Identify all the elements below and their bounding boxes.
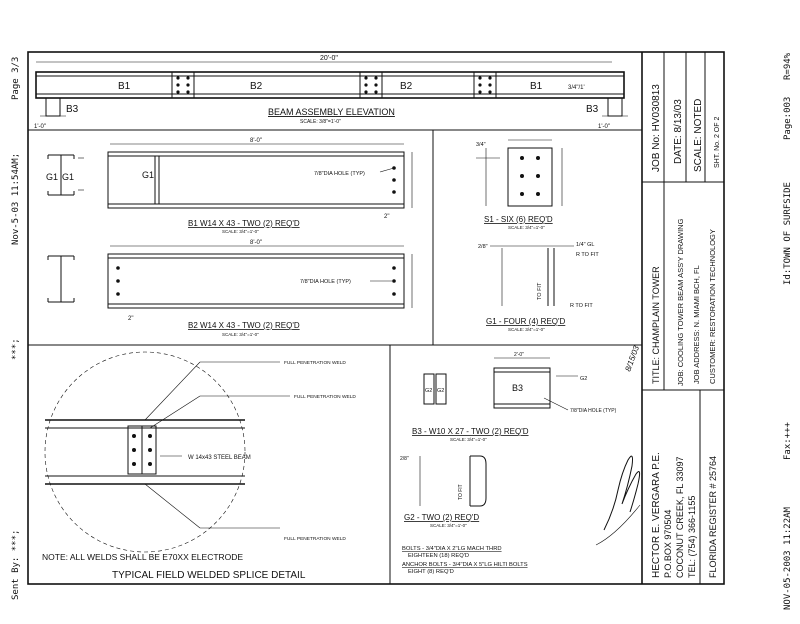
customer: CUSTOMER: RESTORATION TECHNOLOGY bbox=[708, 229, 717, 384]
b2-title: B2 W14 X 43 - TWO (2) REQ'D bbox=[188, 321, 300, 330]
b3-label-g2-b: G2 bbox=[437, 388, 444, 394]
b3-scale: SCALE: 3/4"=1'-0" bbox=[450, 437, 487, 442]
b2-detail: 8'-0" 7/8"DIA HOLE (TYP) 2" B2 W14 X 43 … bbox=[47, 240, 413, 337]
engineer-name: HECTOR E. VERGARA P.E. bbox=[651, 452, 662, 578]
sheet-number: SHT. No. 2 OF 2 bbox=[714, 117, 721, 168]
b2-scale: SCALE: 3/4"=1'-0" bbox=[222, 332, 259, 337]
g2-title: G2 - TWO (2) REQ'D bbox=[404, 513, 479, 522]
s1-detail: 3/4" S1 - SIX (6) REQ'D SCALE: 3/4"=1'-0… bbox=[476, 139, 563, 230]
drawing-scale: SCALE: NOTED bbox=[693, 99, 704, 172]
beam-assembly-elevation: 20'-0" B1 B2 B2 B1 3/4"/1' B3 B3 1'-0" 1… bbox=[34, 55, 628, 130]
engineer-tel: TEL: (754) 366-1155 bbox=[687, 496, 697, 578]
weld-label-2: FULL PENETRATION WELD bbox=[294, 394, 356, 400]
job-address: JOB ADDRESS: N. MIAMI BCH, FL bbox=[692, 265, 701, 384]
g1-title: G1 - FOUR (4) REQ'D bbox=[486, 317, 566, 326]
b3-dim: 2'-0" bbox=[514, 352, 524, 358]
elevation-title: BEAM ASSEMBLY ELEVATION bbox=[268, 107, 395, 117]
splice-beam-label: W 14x43 STEEL BEAM bbox=[188, 455, 251, 461]
b1-stiffener-label: G1 bbox=[142, 170, 154, 180]
b1-length-dim: 8'-0" bbox=[250, 138, 262, 144]
beam-label-4: B1 bbox=[530, 81, 543, 92]
left-support-label: B3 bbox=[66, 104, 79, 115]
b1-title: B1 W14 X 43 - TWO (2) REQ'D bbox=[188, 219, 300, 228]
g2-fit-label: TO FIT bbox=[458, 484, 464, 500]
fax-right-date: NOV-05-2003 11:22AM bbox=[783, 506, 793, 610]
fax-right-r: R=94% bbox=[783, 52, 793, 80]
g1-note-r1: R TO FIT bbox=[576, 252, 599, 258]
drawing-date: DATE: 8/13/03 bbox=[673, 99, 684, 164]
g1-dim: 2/8" bbox=[478, 244, 488, 250]
fax-left-marks: ***; bbox=[11, 338, 21, 360]
b3-detail: G2 G2 2'-0" B3 G2 7/8"DIA HOLE (TYP) B3 … bbox=[412, 352, 617, 442]
beam-label-3: B2 bbox=[400, 81, 413, 92]
g1-fit-label: TO FIT bbox=[537, 282, 543, 300]
g1-detail: TO FIT 2/8" 1/4" GL R TO FIT R TO FIT G1… bbox=[478, 242, 599, 332]
bolts-notes: BOLTS - 3/4"DIA X 2"LG MACH THRD EIGHTEE… bbox=[402, 546, 528, 575]
fax-page-number: Page 3/3 bbox=[11, 57, 21, 100]
slope-note: 3/4"/1' bbox=[568, 85, 585, 91]
b1-scale: SCALE: 3/4"=1'-0" bbox=[222, 229, 259, 234]
engineer-signature: 8/15/03 bbox=[595, 344, 641, 546]
elevation-scale: SCALE: 3/8"=1'-0" bbox=[300, 119, 341, 125]
b1-edge-dim: 2" bbox=[384, 214, 389, 220]
g1-note-r2: R TO FIT bbox=[570, 303, 593, 309]
b3-g2-label: G2 bbox=[580, 376, 587, 382]
b1-hole-note: 7/8"DIA HOLE (TYP) bbox=[314, 171, 365, 177]
overall-dim: 20'-0" bbox=[320, 55, 338, 62]
g2-detail: TO FIT 2/8" G2 - TWO (2) REQ'D SCALE: 3/… bbox=[400, 455, 487, 528]
splice-title: TYPICAL FIELD WELDED SPLICE DETAIL bbox=[112, 570, 306, 581]
drawing-title: TITLE: CHAMPLAIN TOWER bbox=[651, 266, 661, 384]
right-support-label: B3 bbox=[586, 104, 599, 115]
g1-note-top: 1/4" GL bbox=[576, 242, 594, 248]
job-description: JOB: COOLING TOWER BEAM ASS'Y DRAWING bbox=[676, 218, 685, 386]
weld-label-1: FULL PENETRATION WELD bbox=[284, 360, 346, 366]
s1-title: S1 - SIX (6) REQ'D bbox=[484, 215, 553, 224]
s1-scale: SCALE: 3/4"=1'-0" bbox=[508, 225, 545, 230]
beam-label-2: B2 bbox=[250, 81, 263, 92]
fax-left-sent-by: Sent By: ***; bbox=[11, 530, 21, 600]
fax-right-page: Page:003 bbox=[783, 97, 793, 140]
signature-date: 8/15/03 bbox=[623, 344, 641, 373]
fax-right-id: Id:TOWN OF SURFSIDE bbox=[783, 182, 793, 285]
b3-label-g2-a: G2 bbox=[425, 388, 432, 394]
weld-label-3: FULL PENETRATION WELD bbox=[284, 536, 346, 542]
beam-label-1: B1 bbox=[118, 81, 131, 92]
bolts-line-3: ANCHOR BOLTS - 3/4"DIA X 5"LG HILTI BOLT… bbox=[402, 562, 528, 568]
b3-beam-label: B3 bbox=[512, 383, 523, 393]
left-end-dim: 1'-0" bbox=[34, 124, 46, 130]
b3-hole-note: 7/8"DIA HOLE (TYP) bbox=[570, 408, 617, 414]
splice-note: NOTE: ALL WELDS SHALL BE E70XX ELECTRODE bbox=[42, 552, 243, 562]
engineer-po-box: P.O.BOX 970504 bbox=[663, 510, 673, 578]
b2-hole-note: 7/8"DIA HOLE (TYP) bbox=[300, 279, 351, 285]
bolts-line-1: BOLTS - 3/4"DIA X 2"LG MACH THRD bbox=[402, 546, 502, 552]
s1-dim: 3/4" bbox=[476, 142, 486, 148]
b3-title: B3 - W10 X 27 - TWO (2) REQ'D bbox=[412, 427, 529, 436]
florida-register: FLORIDA REGISTER # 25764 bbox=[708, 456, 718, 578]
g2-dim: 2/8" bbox=[400, 456, 409, 462]
g1-scale: SCALE: 3/4"=1'-0" bbox=[508, 327, 545, 332]
b1-end-label-2: G1 bbox=[62, 172, 74, 182]
b1-end-label-1: G1 bbox=[46, 172, 58, 182]
bolts-line-2: EIGHTEEN (18) REQ'D bbox=[408, 553, 469, 559]
b2-length-dim: 8'-0" bbox=[250, 240, 262, 246]
g2-scale: SCALE: 3/4"=1'-0" bbox=[430, 523, 467, 528]
fax-left-timestamp: Nov-5-03 11:54AM; bbox=[11, 153, 21, 245]
title-block: JOB No: HV030813 DATE: 8/13/03 SCALE: NO… bbox=[651, 84, 721, 578]
fax-right-fax: Fax:+++ bbox=[783, 421, 793, 460]
splice-detail: FULL PENETRATION WELD FULL PENETRATION W… bbox=[42, 351, 356, 581]
job-number: JOB No: HV030813 bbox=[651, 84, 662, 172]
drawing-border bbox=[27, 51, 725, 585]
bolts-line-4: EIGHT (8) REQ'D bbox=[408, 569, 454, 575]
b1-detail: G1 G1 8'-0" G1 7/8"DIA HOLE (TYP) 2" B1 … bbox=[46, 138, 413, 234]
b2-edge-dim: 2" bbox=[128, 316, 133, 322]
right-end-dim: 1'-0" bbox=[598, 124, 610, 130]
engineer-city: COCONUT CREEK, FL 33097 bbox=[675, 456, 685, 578]
